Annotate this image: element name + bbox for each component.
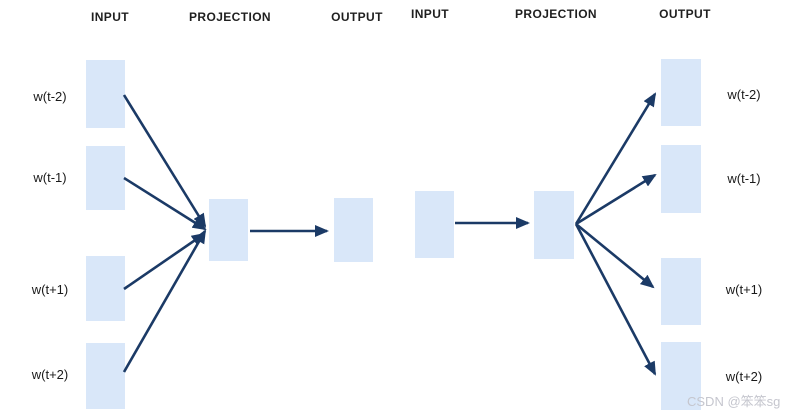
skipgram-output-label-w-t-minus-2: w(t-2) xyxy=(727,87,761,102)
cbow-input-header: INPUT xyxy=(91,10,129,24)
cbow-input-label-w-t-plus-2: w(t+2) xyxy=(31,367,69,382)
skipgram-output-label-w-t-plus-2: w(t+2) xyxy=(725,369,763,384)
skipgram-output-box-w-t-plus-2 xyxy=(661,342,701,410)
cbow-input-label-w-t-minus-1: w(t-1) xyxy=(33,170,67,185)
cbow-arrow-from-w-t-plus-1 xyxy=(123,232,206,291)
skipgram-input-box xyxy=(415,191,454,258)
csdn-watermark: CSDN @笨笨sg xyxy=(687,394,781,409)
cbow-input-box-w-t-minus-1 xyxy=(86,146,125,210)
skipgram-output-label-w-t-minus-1: w(t-1) xyxy=(727,171,761,186)
cbow-projection-box xyxy=(209,199,248,261)
cbow-input-label-w-t-minus-2: w(t-2) xyxy=(33,89,67,104)
cbow-arrow-from-w-t-minus-1 xyxy=(123,176,207,231)
skipgram-arrow-to-w-t-minus-2 xyxy=(574,92,657,225)
cbow-arrow-from-w-t-plus-2 xyxy=(122,229,207,373)
skipgram-arrow-to-w-t-plus-1 xyxy=(575,222,655,289)
cbow-input-box-w-t-plus-1 xyxy=(86,256,125,321)
cbow-input-box-w-t-minus-2 xyxy=(86,60,125,128)
cbow-input-label-w-t-plus-1: w(t+1) xyxy=(31,282,69,297)
skipgram-output-box-w-t-minus-1 xyxy=(661,145,701,213)
skipgram-output-box-w-t-plus-1 xyxy=(661,258,701,325)
cbow-projection-header: PROJECTION xyxy=(188,10,271,24)
skipgram-output-label-w-t-plus-1: w(t+1) xyxy=(725,282,763,297)
skipgram-arrow-to-w-t-plus-2 xyxy=(574,223,657,376)
skipgram-output-header: OUTPUT xyxy=(659,7,711,21)
skipgram-projection-header: PROJECTION xyxy=(514,7,597,21)
cbow-arrow-from-w-t-minus-2 xyxy=(122,94,207,228)
cbow-output-header: OUTPUT xyxy=(331,10,383,24)
skipgram-arrow-to-w-t-minus-1 xyxy=(575,173,657,226)
skipgram-input-header: INPUT xyxy=(411,7,449,21)
cbow-input-box-w-t-plus-2 xyxy=(86,343,125,409)
skipgram-projection-box xyxy=(534,191,574,259)
skipgram-output-box-w-t-minus-2 xyxy=(661,59,701,126)
cbow-output-box xyxy=(334,198,373,262)
